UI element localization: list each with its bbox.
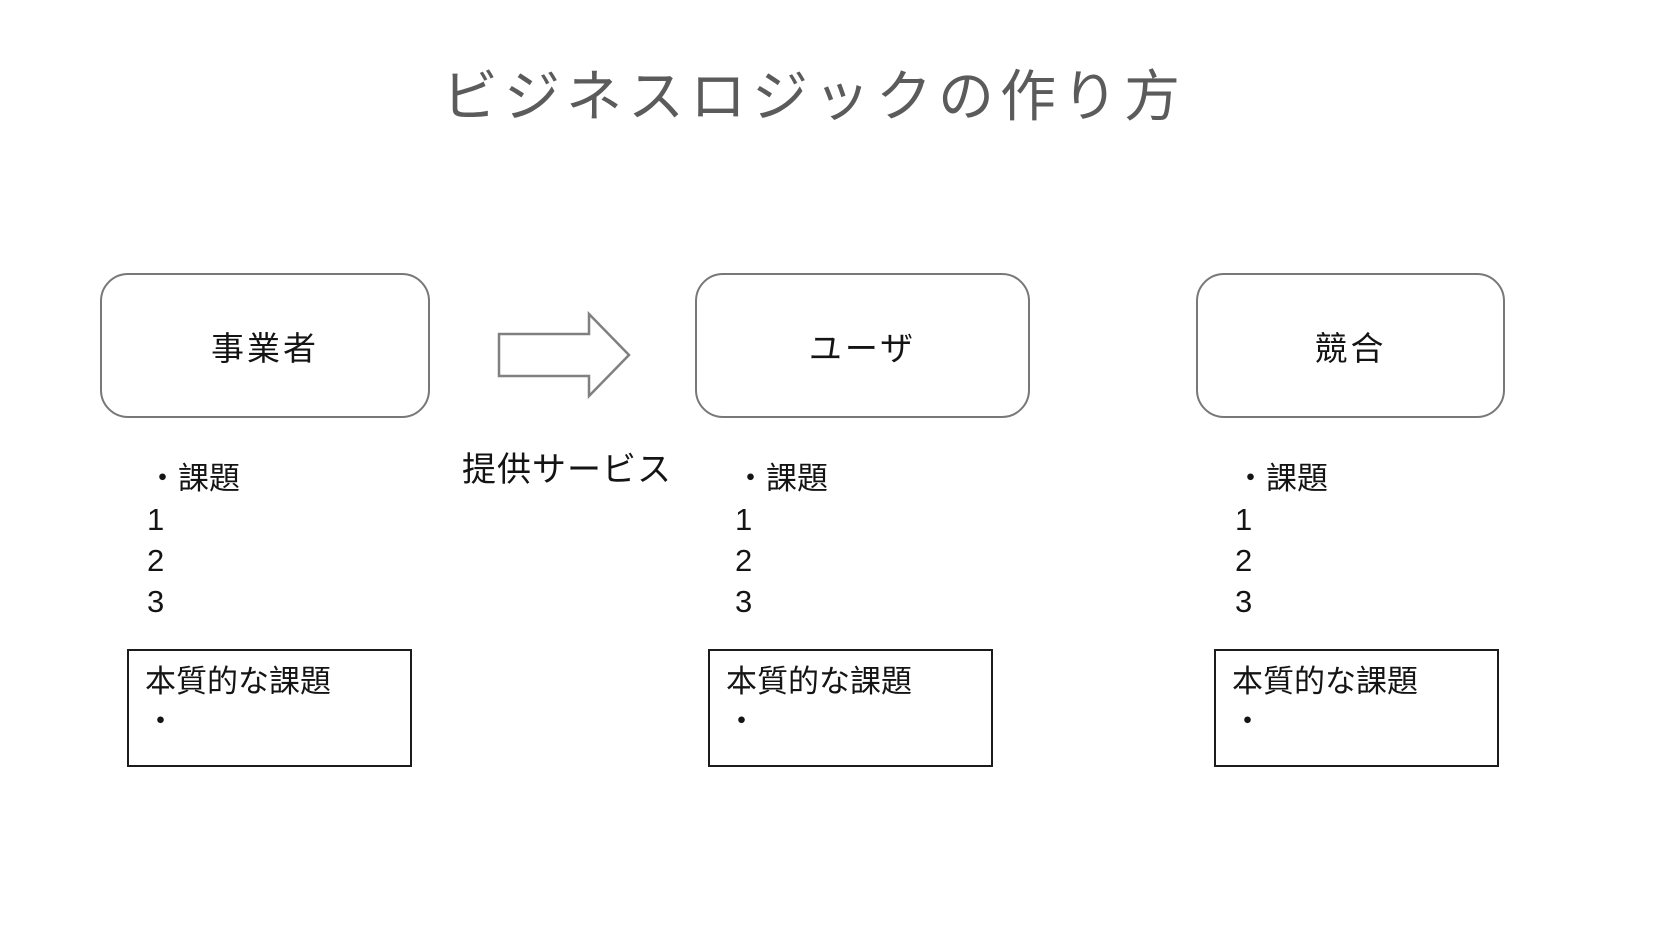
page-title: ビジネスロジックの作り方 bbox=[442, 65, 1186, 128]
essential-issues-bullet: ・ bbox=[1232, 704, 1263, 739]
issues-heading: ・課題 bbox=[735, 461, 828, 496]
issue-item: 2 bbox=[147, 543, 165, 578]
issue-item: 3 bbox=[147, 584, 165, 619]
entity-box-user: ユーザ bbox=[695, 273, 1030, 418]
issues-heading: ・課題 bbox=[147, 461, 240, 496]
essential-issues-panel-provider: 本質的な課題 ・ bbox=[127, 649, 412, 767]
issue-item: 3 bbox=[1235, 584, 1253, 619]
issue-item: 3 bbox=[735, 584, 753, 619]
essential-issues-title: 本質的な課題 bbox=[145, 664, 331, 699]
essential-issues-title: 本質的な課題 bbox=[726, 664, 912, 699]
arrow-right-icon bbox=[497, 310, 632, 400]
issue-item: 2 bbox=[735, 543, 753, 578]
essential-issues-bullet: ・ bbox=[726, 704, 757, 739]
essential-issues-panel-competitor: 本質的な課題 ・ bbox=[1214, 649, 1499, 767]
issues-list-provider: ・課題 1 2 3 bbox=[147, 458, 240, 622]
entity-box-user-label: ユーザ bbox=[808, 329, 917, 367]
arrow-label: 提供サービス bbox=[462, 451, 672, 489]
issue-item: 1 bbox=[1235, 502, 1253, 537]
issue-item: 1 bbox=[735, 502, 753, 537]
essential-issues-title: 本質的な課題 bbox=[1232, 664, 1418, 699]
issues-heading: ・課題 bbox=[1235, 461, 1328, 496]
issues-list-user: ・課題 1 2 3 bbox=[735, 458, 828, 622]
entity-box-provider-label: 事業者 bbox=[211, 329, 319, 367]
entity-box-provider: 事業者 bbox=[100, 273, 430, 418]
essential-issues-bullet: ・ bbox=[145, 704, 176, 739]
issue-item: 2 bbox=[1235, 543, 1253, 578]
issue-item: 1 bbox=[147, 502, 165, 537]
entity-box-competitor: 競合 bbox=[1196, 273, 1505, 418]
essential-issues-panel-user: 本質的な課題 ・ bbox=[708, 649, 993, 767]
entity-box-competitor-label: 競合 bbox=[1314, 329, 1387, 367]
issues-list-competitor: ・課題 1 2 3 bbox=[1235, 458, 1328, 622]
